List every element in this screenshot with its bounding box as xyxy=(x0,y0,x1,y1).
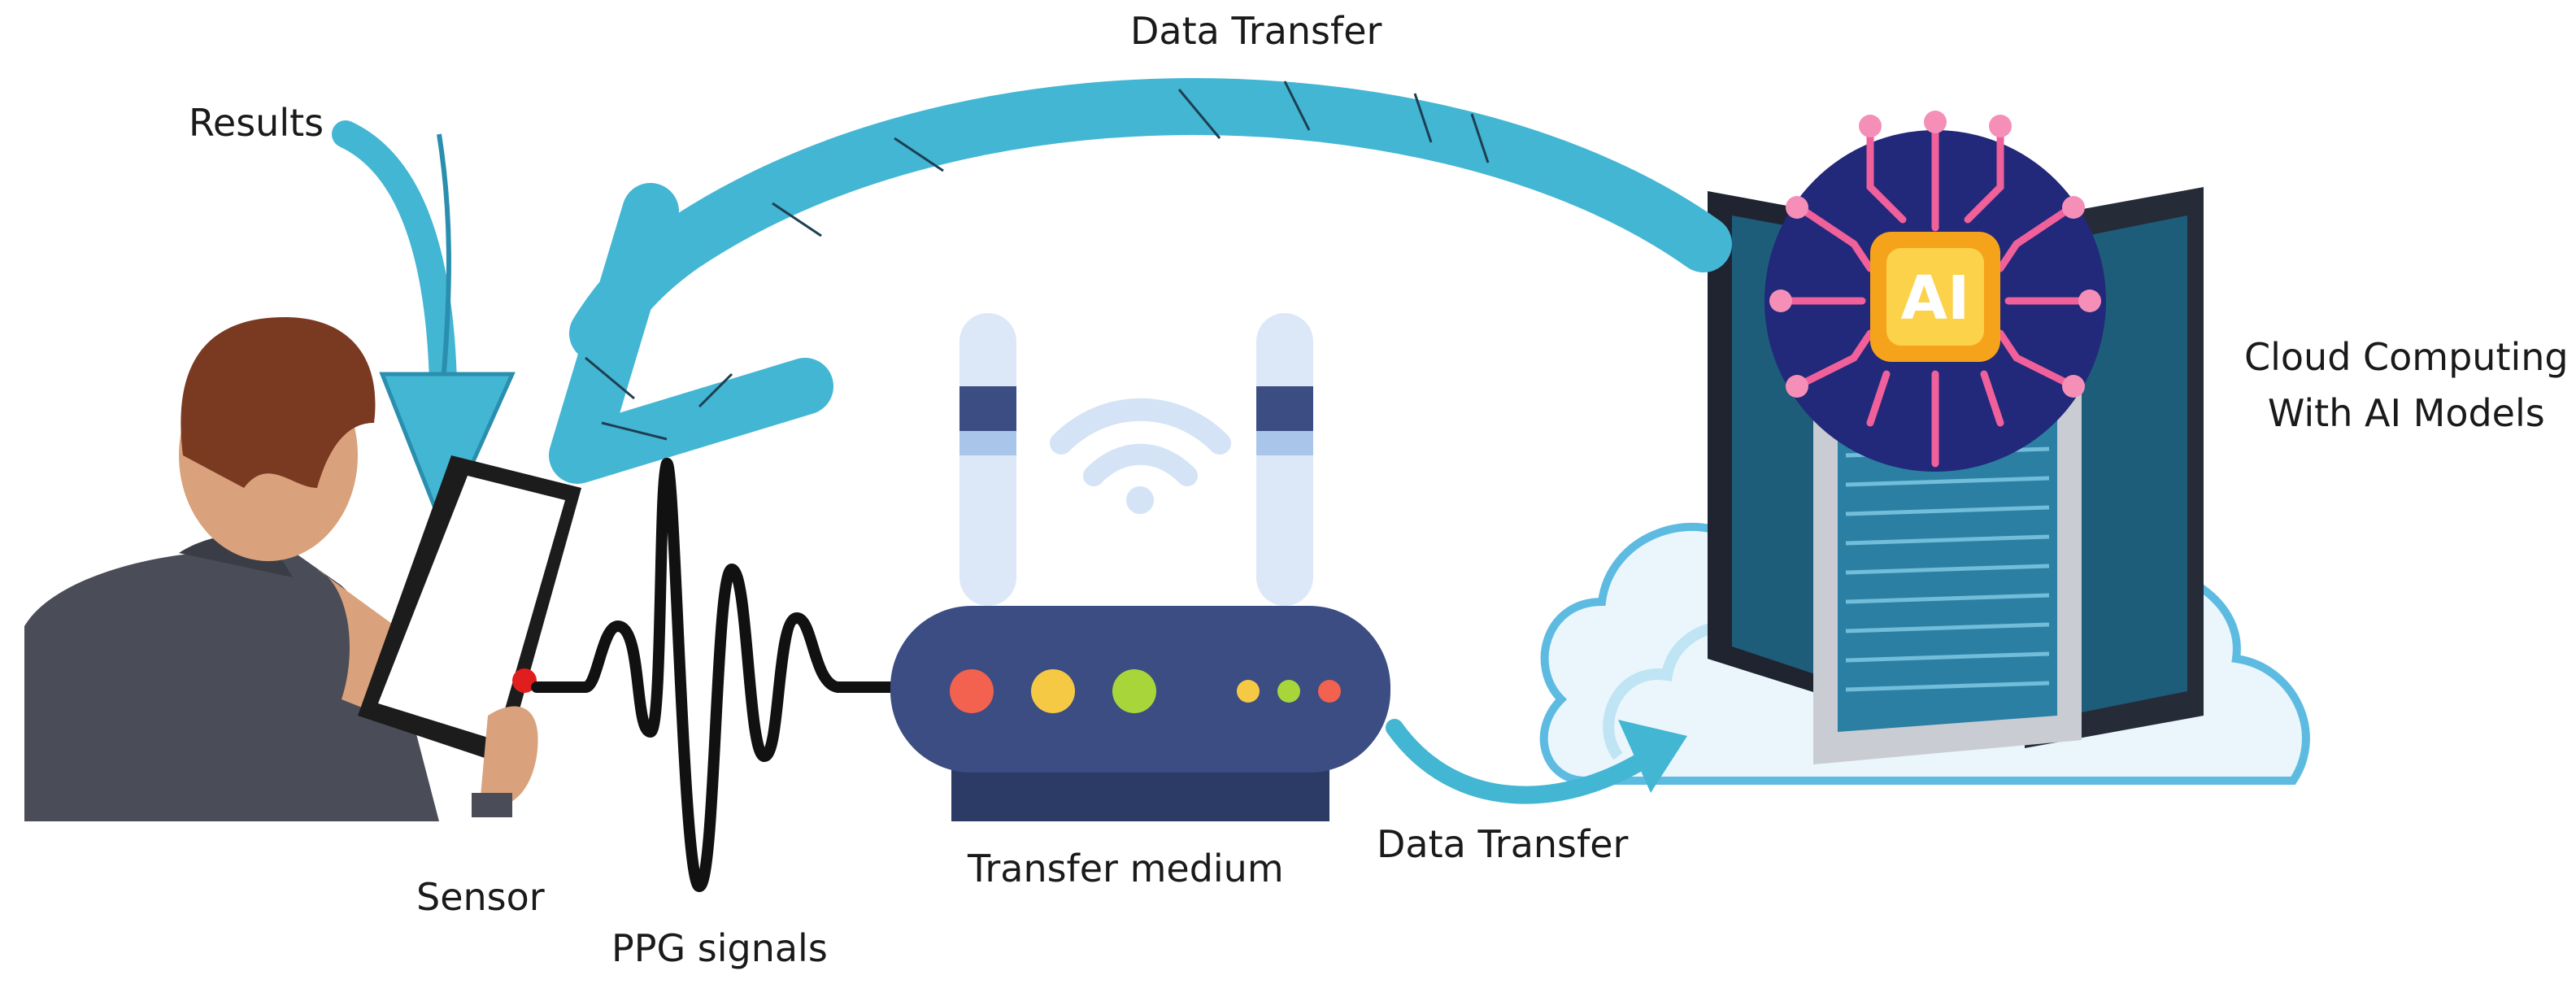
results-label: Results xyxy=(189,101,324,145)
server-slot-line xyxy=(1845,505,2050,516)
sensor-dot xyxy=(512,668,537,693)
server-slot-line xyxy=(1845,534,2050,546)
results-arrow xyxy=(332,120,516,534)
ppg-signals-label: PPG signals xyxy=(611,926,828,970)
sensor-label: Sensor xyxy=(416,875,545,919)
server-slot-line xyxy=(1845,564,2050,575)
cloud-label-line-1: Cloud Computing xyxy=(2244,335,2569,379)
data-transfer-arrow-bottom xyxy=(1386,719,1687,804)
server-slot-line xyxy=(1845,593,2050,604)
ppg-signal-line xyxy=(512,457,896,892)
server-slot-line xyxy=(1845,476,2050,487)
server-slot-line xyxy=(1845,681,2050,692)
transfer-medium-label: Transfer medium xyxy=(968,847,1284,890)
data-transfer-arrow-top xyxy=(549,78,1732,484)
cloud-label-line-2: With AI Models xyxy=(2267,391,2545,435)
cloud-computing-label: Cloud Computing With AI Models xyxy=(2244,329,2569,442)
data-transfer-top-label: Data Transfer xyxy=(1130,9,1382,53)
person-icon xyxy=(24,317,439,821)
data-transfer-bottom-label: Data Transfer xyxy=(1377,822,1629,866)
router-icon xyxy=(890,313,1390,821)
ai-brain-icon: AI xyxy=(1764,111,2106,472)
server-slot-line xyxy=(1845,651,2050,663)
wifi-icon xyxy=(1050,398,1231,514)
server-slot-line xyxy=(1845,622,2050,633)
ai-chip-label: AI xyxy=(1901,263,1970,333)
